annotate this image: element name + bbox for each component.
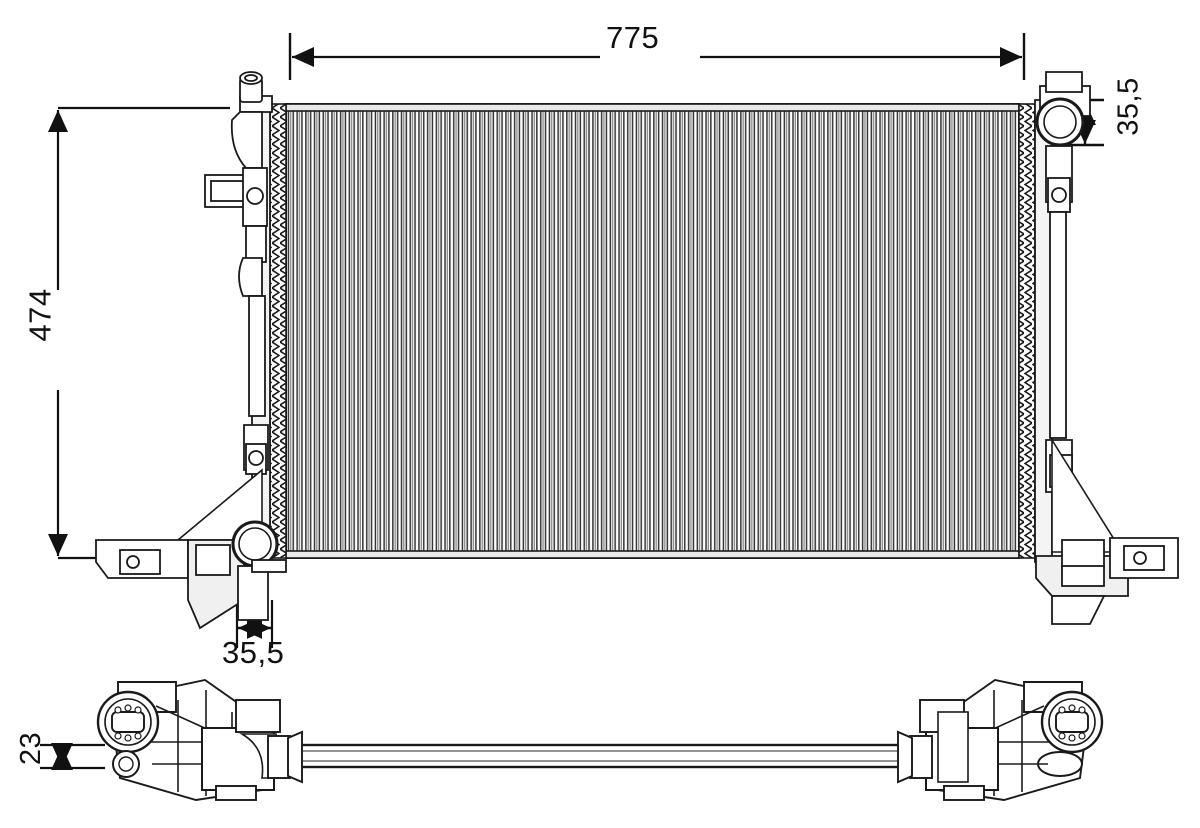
left-tank-assembly: [95, 71, 287, 630]
dimension-label-core-thickness: 23: [15, 731, 48, 766]
right-tank-assembly: [1034, 71, 1179, 625]
dimension-label-bottom-port-width: 35,5: [222, 635, 285, 670]
front-view: [95, 71, 1179, 630]
dimension-label-overall-height: 474: [22, 288, 58, 342]
dimension-label-top-port-diameter: 35,5: [1112, 77, 1145, 136]
bottom-view: [96, 678, 1104, 801]
bottom-left-endcap: [96, 678, 303, 801]
bottom-right-endcap: [897, 678, 1104, 801]
dimension-label-overall-width: 775: [606, 20, 660, 55]
right-side-plate: [1018, 103, 1036, 559]
left-side-plate: [269, 103, 287, 559]
radiator-core: [285, 103, 1020, 559]
